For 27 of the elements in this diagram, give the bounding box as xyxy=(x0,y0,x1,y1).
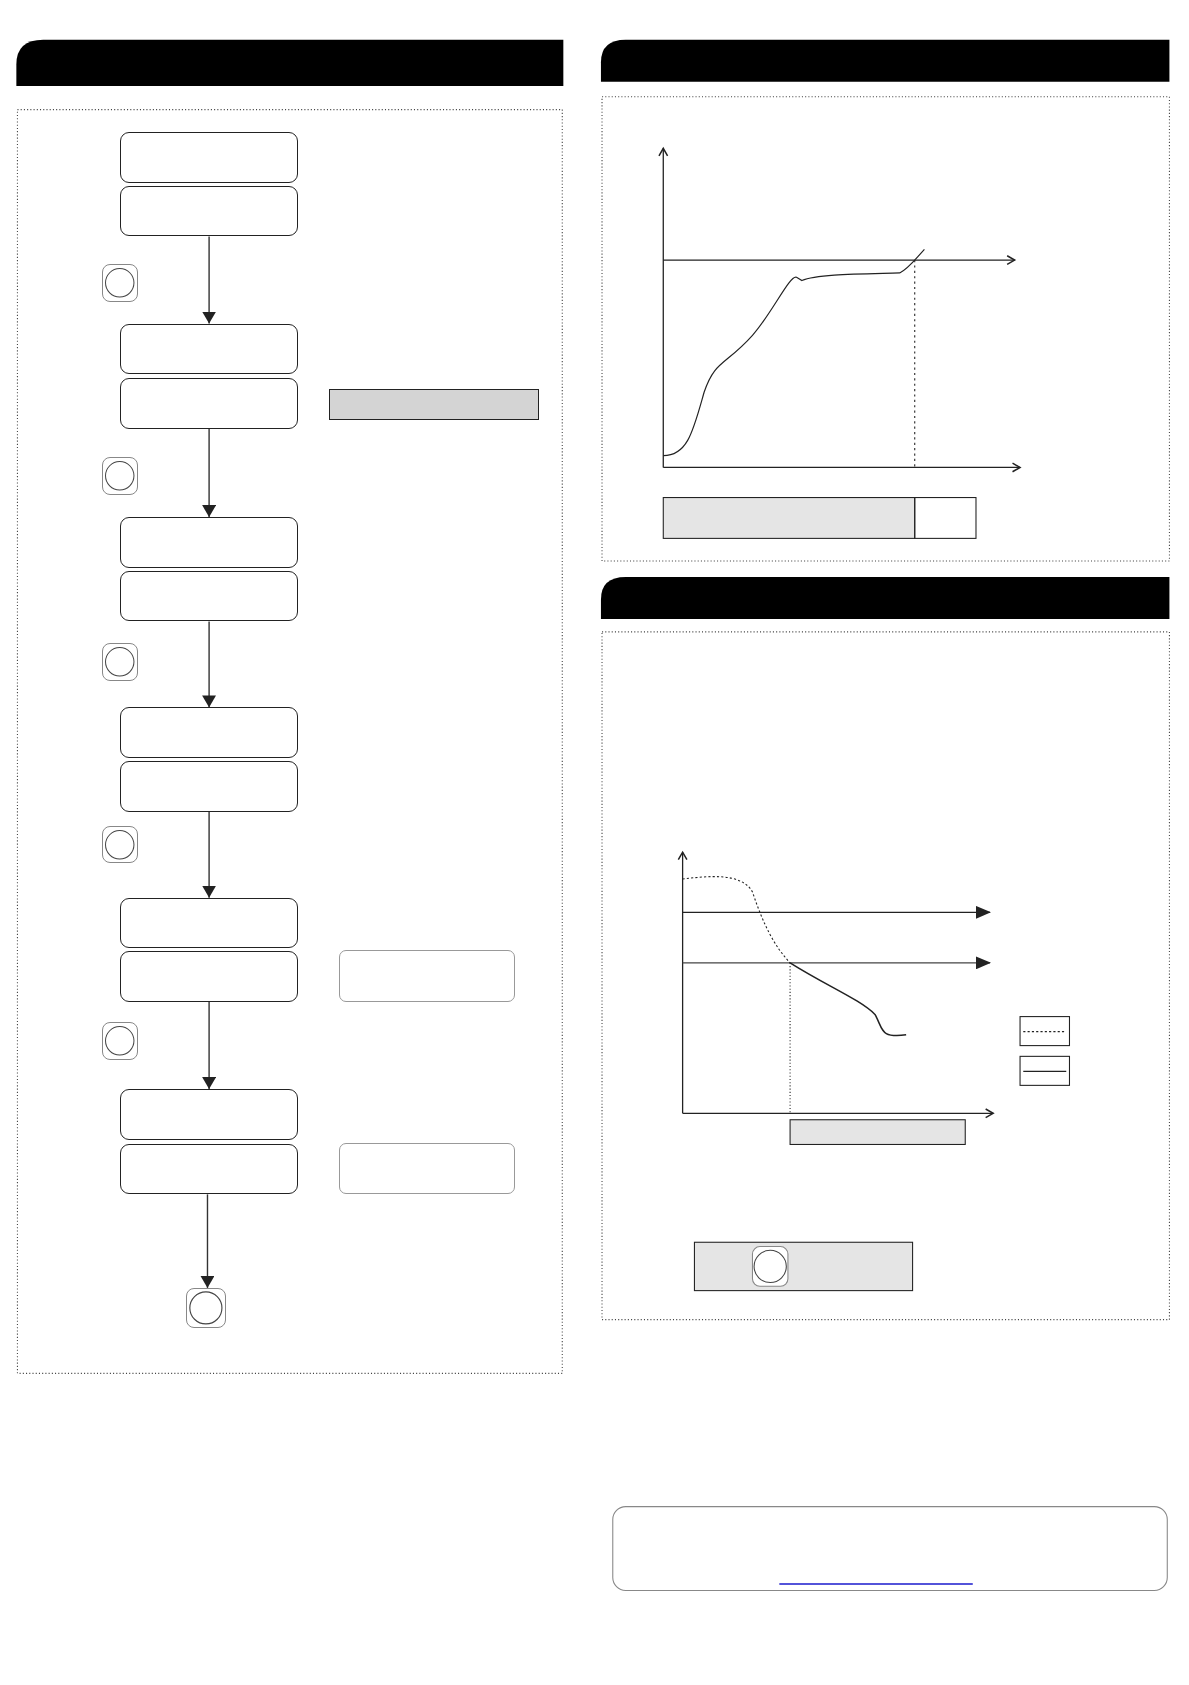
process-box xyxy=(120,761,298,812)
arrow xyxy=(202,810,217,899)
process-box xyxy=(120,378,298,429)
process-box xyxy=(120,570,298,622)
button-icon xyxy=(102,1022,138,1060)
process-box xyxy=(120,132,298,183)
button-icon xyxy=(102,456,138,495)
arrow xyxy=(202,428,217,518)
process-box xyxy=(120,185,298,237)
process-box xyxy=(120,1143,298,1195)
process-box xyxy=(120,323,298,375)
note-box xyxy=(338,1142,515,1195)
process-box xyxy=(120,951,298,1002)
note-box xyxy=(338,950,515,1002)
button-icon xyxy=(185,1287,226,1328)
arrow xyxy=(202,620,217,709)
arrow xyxy=(202,235,217,325)
arrow xyxy=(200,1193,215,1289)
button-icon xyxy=(102,642,138,681)
highlight-bar xyxy=(328,389,539,421)
button-icon xyxy=(102,264,138,303)
arrow xyxy=(202,1001,217,1090)
process-box xyxy=(120,517,298,568)
process-box xyxy=(120,707,298,758)
process-box xyxy=(120,1089,298,1140)
process-box xyxy=(120,897,298,949)
button-icon xyxy=(102,825,138,864)
